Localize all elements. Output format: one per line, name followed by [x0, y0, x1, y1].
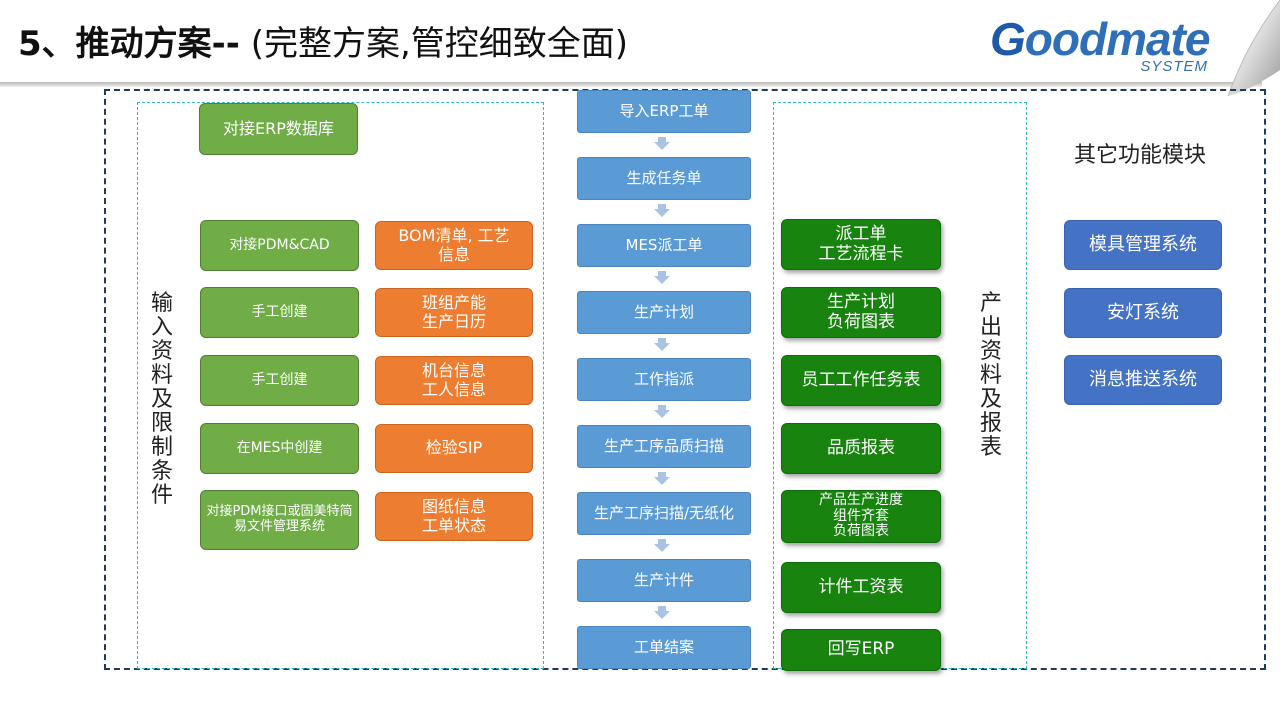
logo-subtitle: SYSTEM — [1140, 58, 1208, 75]
logo-g: G — [990, 13, 1026, 65]
other-modules-title: 其它功能模块 — [1074, 143, 1207, 168]
title-subtitle: (完整方案,管控细致全面) — [239, 24, 629, 64]
flow-arrow-down-icon — [654, 544, 670, 552]
flow-arrow-down-icon — [654, 611, 670, 619]
input-item-drawing: 图纸信息 工单状态 — [375, 492, 533, 541]
title-bold: 5、推动方案-- — [18, 24, 240, 64]
flow-arrow-down-icon — [654, 209, 670, 217]
output-dispatch-card: 派工单 工艺流程卡 — [781, 219, 941, 270]
flow-arrow-down-icon — [654, 276, 670, 284]
input-item-bom: BOM清单, 工艺 信息 — [375, 221, 533, 270]
flow-step-production-plan: 生产计划 — [577, 291, 751, 334]
page-title: 5、推动方案-- (完整方案,管控细致全面) — [18, 22, 628, 66]
module-andon: 安灯系统 — [1064, 288, 1222, 338]
flow-arrow-stem — [658, 472, 666, 477]
flow-arrow-stem — [658, 271, 666, 276]
logo-rest: oodmate — [1024, 13, 1211, 65]
output-writeback-erp: 回写ERP — [781, 629, 941, 671]
flow-arrow-stem — [658, 539, 666, 544]
flow-step-task-order: 生成任务单 — [577, 157, 751, 200]
flow-step-work-assign: 工作指派 — [577, 358, 751, 401]
flow-arrow-down-icon — [654, 410, 670, 418]
flow-arrow-stem — [658, 338, 666, 343]
flow-step-mes-dispatch: MES派工单 — [577, 224, 751, 267]
input-item-inspection: 检验SIP — [375, 424, 533, 473]
flow-arrow-down-icon — [654, 142, 670, 150]
input-item-capacity: 班组产能 生产日历 — [375, 288, 533, 337]
input-item-manual-1: 手工创建 — [200, 287, 359, 338]
output-quality-report: 品质报表 — [781, 423, 941, 474]
input-item-machine: 机台信息 工人信息 — [375, 356, 533, 405]
flow-arrow-stem — [658, 137, 666, 142]
erp-database-box: 对接ERP数据库 — [199, 103, 358, 155]
output-plan-load-chart: 生产计划 负荷图表 — [781, 287, 941, 338]
flow-arrow-stem — [658, 204, 666, 209]
flow-arrow-down-icon — [654, 343, 670, 351]
output-progress-report: 产品生产进度 组件齐套 负荷图表 — [781, 490, 941, 543]
flow-step-close-order: 工单结案 — [577, 626, 751, 669]
flow-step-paperless: 生产工序扫描/无纸化 — [577, 492, 751, 535]
input-item-mes-create: 在MES中创建 — [200, 423, 359, 474]
module-message-push: 消息推送系统 — [1064, 355, 1222, 405]
input-item-pdm-interface: 对接PDM接口或固美特简易文件管理系统 — [200, 490, 359, 550]
output-piecework-wage: 计件工资表 — [781, 562, 941, 613]
flow-arrow-stem — [658, 606, 666, 611]
logo-wordmark: Goodmate — [990, 13, 1211, 65]
flow-step-piecework: 生产计件 — [577, 559, 751, 602]
flow-arrow-down-icon — [654, 477, 670, 485]
flow-arrow-stem — [658, 405, 666, 410]
goodmate-logo: Goodmate SYSTEM — [990, 8, 1220, 78]
page-curl-decoration — [1227, 0, 1280, 96]
input-section-label: 输入资料及限制条件 — [150, 291, 173, 508]
flow-step-quality-scan: 生产工序品质扫描 — [577, 425, 751, 468]
output-employee-task: 员工工作任务表 — [781, 355, 941, 406]
input-item-pdm-cad: 对接PDM&CAD — [200, 220, 359, 271]
output-section-label: 产出资料及报表 — [979, 291, 1002, 460]
input-section-frame — [137, 102, 544, 669]
input-item-manual-2: 手工创建 — [200, 355, 359, 406]
flow-step-import-erp: 导入ERP工单 — [577, 90, 751, 133]
title-divider — [0, 82, 1262, 87]
module-mold-management: 模具管理系统 — [1064, 220, 1222, 270]
